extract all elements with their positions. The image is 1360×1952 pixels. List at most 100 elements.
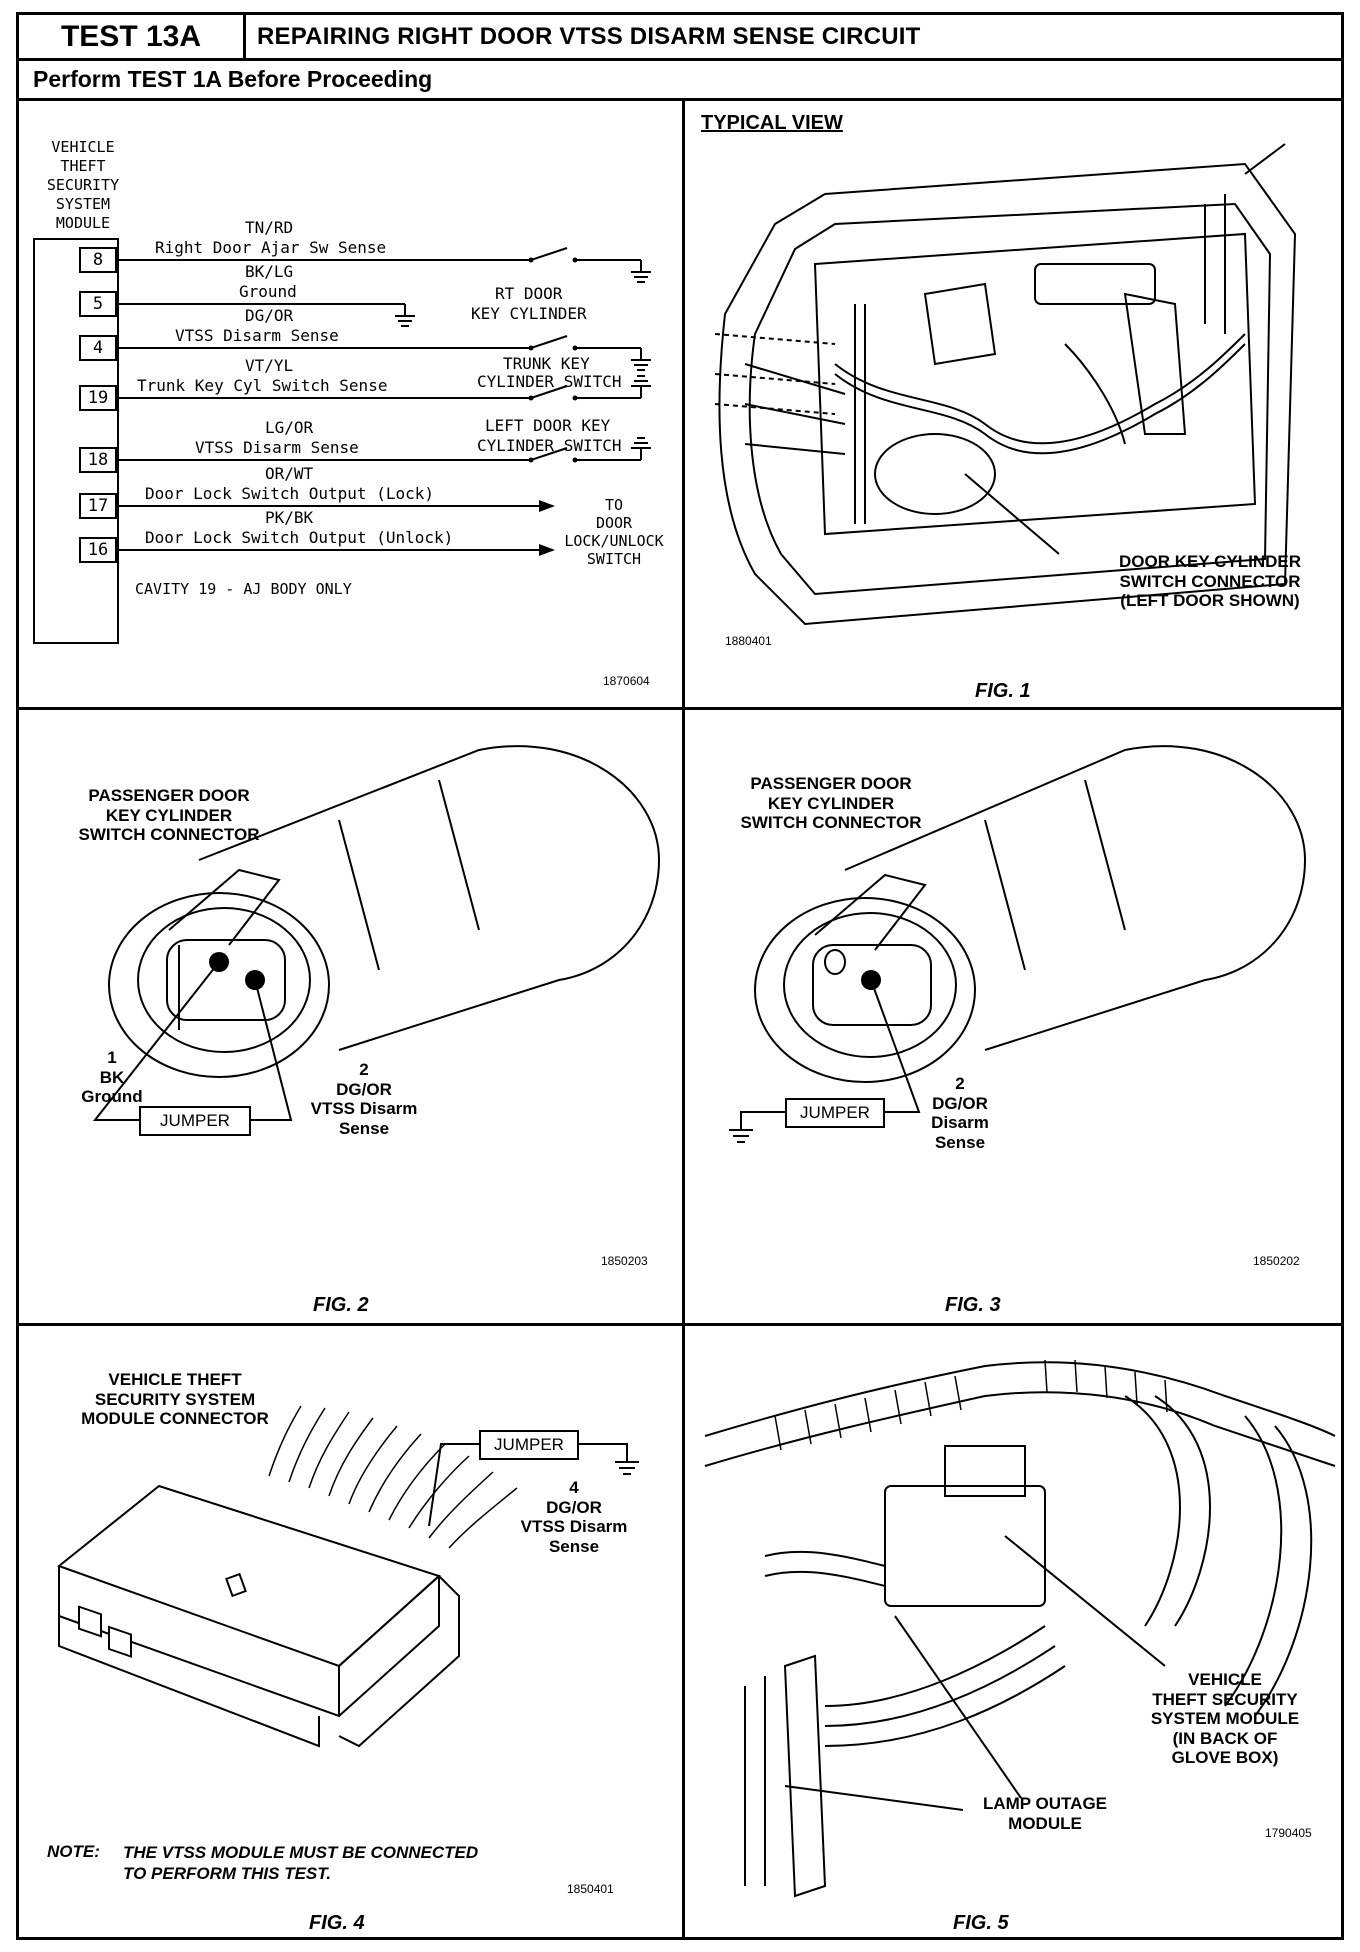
label-line: DG/OR <box>546 1497 602 1517</box>
callout-line: MODULE <box>1008 1813 1082 1833</box>
jumper-wire-label: JUMPER <box>139 1106 251 1136</box>
trunk-switch-label: TRUNK KEY <box>503 354 590 373</box>
fig5-caption: FIG. 5 <box>953 1912 1009 1934</box>
wire-color: OR/WT <box>265 464 314 483</box>
callout-line: (IN BACK OF <box>1172 1728 1278 1748</box>
pin-box: 18 <box>79 447 117 473</box>
vtss-module-callout: VEHICLE THEFT SECURITY SYSTEM MODULE (IN… <box>1125 1408 1325 1768</box>
cavity-note: CAVITY 19 - AJ BODY ONLY <box>135 580 352 598</box>
fig4-title: VEHICLE THEFT SECURITY SYSTEM MODULE CON… <box>75 1370 275 1429</box>
label-line: Sense <box>338 1118 390 1138</box>
label-line: 1 <box>107 1048 117 1067</box>
column-divider <box>682 101 685 1940</box>
fig3-ref: 1850202 <box>1253 1254 1300 1268</box>
label-line: RT DOOR <box>495 284 563 303</box>
title-line: VEHICLE THEFT <box>108 1370 242 1389</box>
label-line: SWITCH <box>586 550 642 568</box>
wire-color: TN/RD <box>245 218 294 237</box>
header-bar: TEST 13A REPAIRING RIGHT DOOR VTSS DISAR… <box>19 15 1341 61</box>
label-line: 2 <box>359 1060 369 1079</box>
door-illustration <box>714 143 1297 626</box>
pin-box: 4 <box>79 335 117 361</box>
wire-desc: Trunk Key Cyl Switch Sense <box>137 376 388 395</box>
module-box <box>33 238 119 644</box>
callout-line: VEHICLE <box>1188 1670 1262 1689</box>
label-line: DG/OR <box>932 1093 988 1113</box>
label-line: Sense <box>934 1132 986 1152</box>
wire-color: VT/YL <box>245 356 294 375</box>
label-line: LOCK/UNLOCK <box>564 532 664 550</box>
wire-color: PK/BK <box>265 508 314 527</box>
fig4-connector-drawing <box>56 1405 639 1748</box>
label-line: BK <box>99 1067 125 1087</box>
schematic-wires <box>119 247 651 556</box>
fig5-panel: VEHICLE THEFT SECURITY SYSTEM MODULE (IN… <box>685 1326 1344 1940</box>
label-line: DOOR <box>595 514 633 532</box>
trunk-switch-label-2: CYLINDER SWITCH <box>477 372 622 391</box>
wiring-schematic: VEHICLE THEFT SECURITY SYSTEM MODULE <box>19 104 682 707</box>
callout-line: THEFT SECURITY <box>1152 1689 1298 1709</box>
pin-box: 8 <box>79 247 117 273</box>
fig3-caption: FIG. 3 <box>945 1294 1001 1316</box>
wire-color: LG/OR <box>265 418 314 437</box>
title-line: PASSENGER DOOR <box>750 774 912 793</box>
module-label-line: SECURITY <box>46 176 120 194</box>
test-sheet: TEST 13A REPAIRING RIGHT DOOR VTSS DISAR… <box>16 12 1344 1940</box>
module-label-line: MODULE <box>55 214 111 232</box>
fig5-harness-drawing <box>704 1359 1336 1898</box>
wire-desc: VTSS Disarm Sense <box>175 326 339 345</box>
fig5-ref: 1790405 <box>1265 1826 1312 1840</box>
title-line: SWITCH CONNECTOR <box>78 825 260 845</box>
pin-box: 5 <box>79 291 117 317</box>
wire-color: DG/OR <box>245 306 294 325</box>
callout-line: LAMP OUTAGE <box>982 1794 1108 1813</box>
label-line: VTSS Disarm <box>520 1517 628 1537</box>
jumper-wire-label: JUMPER <box>785 1098 885 1128</box>
wire-desc: Ground <box>239 282 297 301</box>
label-line: VTSS Disarm <box>310 1099 418 1119</box>
title-line: KEY CYLINDER <box>105 805 233 825</box>
fig1-caption: FIG. 1 <box>975 680 1031 702</box>
pin1-label: 1 BK Ground <box>67 1048 157 1107</box>
left-door-switch-label: LEFT DOOR KEY <box>485 416 611 435</box>
pin2-label: 2 DG/OR VTSS Disarm Sense <box>299 1060 429 1138</box>
title-line: MODULE CONNECTOR <box>81 1409 269 1429</box>
pin-box: 19 <box>79 385 117 411</box>
title-line: SWITCH CONNECTOR <box>740 813 922 833</box>
title-line: SECURITY SYSTEM <box>94 1389 256 1409</box>
fig3-panel: PASSENGER DOOR KEY CYLINDER SWITCH CONNE… <box>685 710 1344 1323</box>
pin-box: 16 <box>79 537 117 563</box>
fig4-ref: 1850401 <box>567 1882 614 1896</box>
row-divider-1 <box>19 707 1341 710</box>
rt-door-switch-label: RT DOOR <box>495 284 562 303</box>
test-id: TEST 13A <box>19 15 246 58</box>
wire-desc: Right Door Ajar Sw Sense <box>155 238 387 257</box>
pin4-label: 4 DG/OR VTSS Disarm Sense <box>509 1478 639 1556</box>
label-line: 2 <box>955 1074 965 1093</box>
fig3-title: PASSENGER DOOR KEY CYLINDER SWITCH CONNE… <box>721 774 941 833</box>
fig3-connector-drawing <box>729 745 1307 1143</box>
label-line: DG/OR <box>336 1079 392 1099</box>
pin-box: 17 <box>79 493 117 519</box>
callout-line: GLOVE BOX) <box>1171 1748 1279 1768</box>
fig2-title: PASSENGER DOOR KEY CYLINDER SWITCH CONNE… <box>59 786 279 845</box>
schematic-ref: 1870604 <box>603 674 650 688</box>
typical-view-label: TYPICAL VIEW <box>701 112 843 134</box>
fig2-caption: FIG. 2 <box>313 1294 369 1316</box>
label-line: TO <box>604 496 624 514</box>
fig4-caption: FIG. 4 <box>309 1912 365 1934</box>
fig2-ref: 1850203 <box>601 1254 648 1268</box>
pin2-label: 2 DG/OR Disarm Sense <box>905 1074 1015 1152</box>
fig4-note: THE VTSS MODULE MUST BE CONNECTED TO PER… <box>123 1842 478 1884</box>
fig4-note-label: NOTE: <box>47 1842 100 1861</box>
prerequisite-note: Perform TEST 1A Before Proceeding <box>19 61 1341 101</box>
title-line: KEY CYLINDER <box>767 793 895 813</box>
module-label-line: SYSTEM <box>55 195 111 213</box>
callout-line: DOOR KEY CYLINDER <box>1119 552 1301 571</box>
left-door-switch-label-2: CYLINDER SWITCH <box>477 436 622 455</box>
row-divider-2 <box>19 1323 1341 1326</box>
wire-color: BK/LG <box>245 262 294 281</box>
lamp-outage-callout: LAMP OUTAGE MODULE <box>955 1794 1135 1833</box>
wire-desc: Door Lock Switch Output (Unlock) <box>145 528 454 547</box>
label-line: Disarm <box>931 1113 989 1133</box>
